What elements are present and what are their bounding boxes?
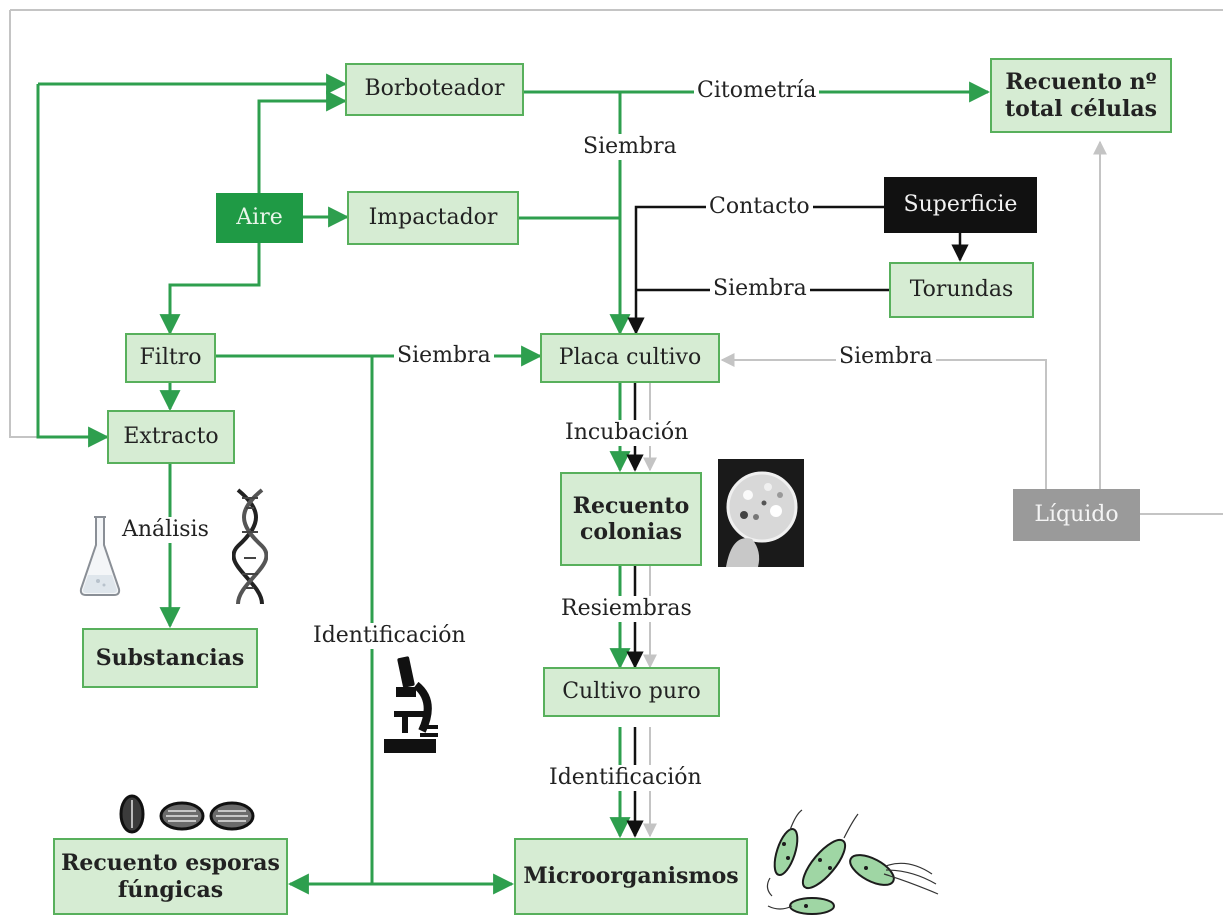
edge-label-resiembras: Resiembras: [558, 596, 695, 622]
node-substancias: Substancias: [82, 628, 258, 688]
spores-icon: [119, 794, 255, 834]
edge-label-identificacion-right: Identificación: [546, 765, 705, 791]
edge-label-contacto: Contacto: [706, 194, 813, 220]
node-recuento-total-celulas: Recuento nº total células: [990, 58, 1172, 133]
edge-label-siembra-liquido: Siembra: [836, 344, 936, 370]
node-placa-cultivo: Placa cultivo: [540, 333, 720, 383]
bacteria-icon: [766, 809, 939, 915]
node-filtro: Filtro: [125, 333, 216, 383]
filtro-to-esporas-arrow: [287, 356, 374, 895]
flask-icon: [79, 516, 121, 596]
node-liquido: Líquido: [1013, 489, 1140, 541]
edge-label-incubacion: Incubación: [562, 420, 692, 446]
petri-dish-photo: [718, 459, 804, 567]
edge-label-citometria: Citometría: [694, 78, 820, 104]
liquido-to-placa-arrow: [720, 353, 1047, 489]
edge-label-siembra-top: Siembra: [580, 134, 680, 160]
node-recuento-esporas-fungicas: Recuento esporas fúngicas: [53, 838, 288, 915]
superficie-contacto-arrow: [627, 205, 884, 335]
edge-label-siembra-torundas: Siembra: [710, 276, 810, 302]
node-recuento-colonias: Recuento colonias: [560, 472, 702, 566]
aire-to-borboteador-arrow: [257, 90, 348, 193]
node-impactador: Impactador: [347, 191, 519, 245]
aire-to-filtro-arrow: [159, 243, 261, 336]
to-extracto-arrow: [36, 84, 110, 448]
node-borboteador: Borboteador: [345, 63, 524, 116]
node-superficie: Superficie: [884, 177, 1037, 233]
node-microorganismos: Microorganismos: [514, 838, 748, 915]
edge-label-identificacion-left: Identificación: [310, 623, 469, 649]
node-torundas: Torundas: [889, 262, 1034, 318]
dna-icon: [232, 488, 268, 605]
node-extracto: Extracto: [107, 410, 235, 464]
edge-label-analisis: Análisis: [119, 517, 212, 543]
node-aire: Aire: [216, 193, 303, 243]
node-cultivo-puro: Cultivo puro: [543, 667, 720, 717]
microscope-icon: [384, 656, 438, 753]
edge-label-siembra-filtro: Siembra: [394, 343, 494, 369]
frame-left-line: [9, 10, 38, 438]
